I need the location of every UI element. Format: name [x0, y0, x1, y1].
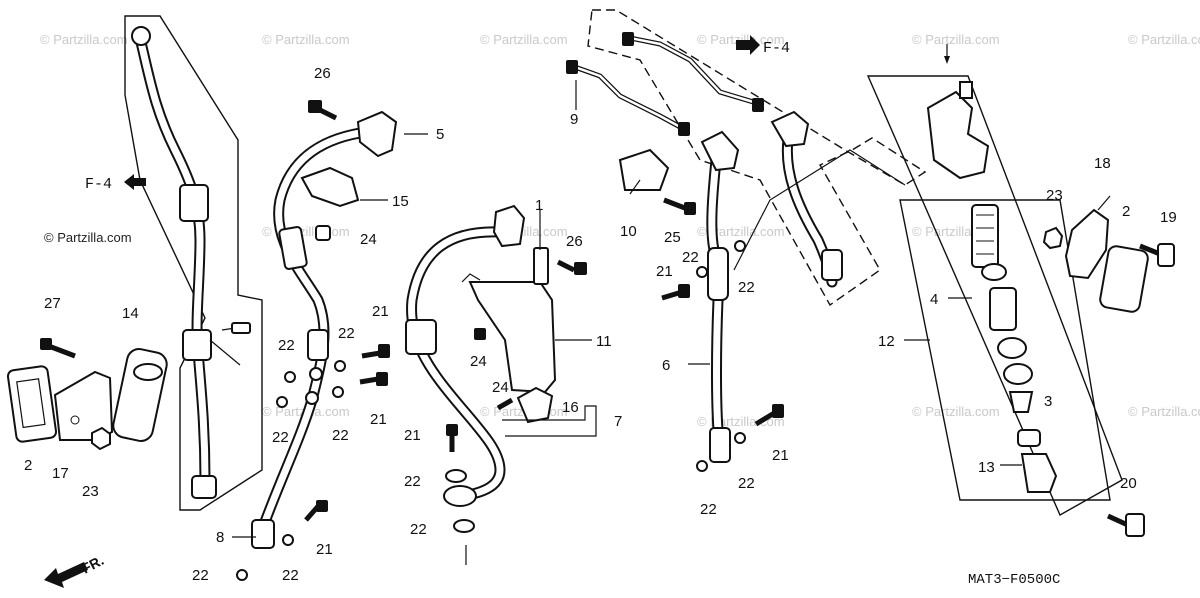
part-label-21-c: 21: [404, 427, 421, 444]
watermark-4: © Partzilla.com: [697, 32, 785, 47]
watermark-2: © Partzilla.com: [262, 32, 350, 47]
part-label-21-e: 21: [656, 263, 673, 280]
bolts: [304, 284, 784, 522]
part-label-11: 11: [596, 333, 612, 350]
part-label-22-g: 22: [404, 473, 421, 490]
part-label-12: 12: [878, 333, 895, 350]
part-14-joint: [112, 348, 168, 442]
part-27-bolt: [40, 338, 76, 359]
third-hose-assembly: [405, 204, 587, 507]
part-label-5: 5: [436, 126, 444, 143]
part-label-23-left: 23: [82, 483, 99, 500]
part-label-16: 16: [562, 399, 579, 416]
part-label-1: 1: [535, 197, 543, 214]
part-label-22-c: 22: [272, 429, 289, 446]
f4-left-ref: F-4: [85, 174, 146, 193]
diagram-code: MAT3−F0500C: [968, 572, 1060, 588]
part-labels: 1 2 2 3 4 5 6 7 8 9 10 11 12 13 14 15 16…: [24, 65, 1177, 584]
part-label-9: 9: [570, 111, 578, 128]
part-label-4: 4: [930, 291, 938, 308]
part-label-24-b: 24: [470, 353, 487, 370]
f4-left-label: F-4: [85, 176, 112, 193]
part-label-21-f: 21: [772, 447, 789, 464]
watermark-5: © Partzilla.com: [912, 32, 1000, 47]
watermark-6: © Partzilla.com: [1128, 32, 1200, 47]
top-pipe-assembly: [566, 9, 927, 307]
part-label-22-a: 22: [278, 337, 295, 354]
front-label: FR.: [79, 552, 106, 577]
part-label-15: 15: [392, 193, 409, 210]
part-label-22-i: 22: [682, 249, 699, 266]
part-label-22-h: 22: [410, 521, 427, 538]
right-small-parts: [1042, 208, 1175, 537]
watermark-dark: © Partzilla.com: [44, 230, 132, 245]
f4-top-label: F-4: [763, 40, 790, 57]
left-hose-assembly: [124, 15, 263, 511]
part-label-26-a: 26: [314, 65, 331, 82]
part-label-2-right: 2: [1122, 203, 1130, 220]
part-label-22-e: 22: [282, 567, 299, 584]
second-hose-assembly: [251, 100, 398, 549]
part-label-7: 7: [614, 413, 622, 430]
part-label-14: 14: [122, 305, 139, 322]
part-23-nut-left: [91, 426, 111, 451]
part-label-22-k: 22: [700, 501, 717, 518]
part-label-22-b: 22: [338, 325, 355, 342]
part-label-22-f: 22: [192, 567, 209, 584]
part-label-20: 20: [1120, 475, 1137, 492]
part-label-22-j: 22: [738, 279, 755, 296]
part-label-26-b: 26: [566, 233, 583, 250]
part-label-21-b: 21: [370, 411, 387, 428]
f4-top-ref: F-4: [736, 35, 790, 57]
part-label-13: 13: [978, 459, 995, 476]
part-label-22-d: 22: [332, 427, 349, 444]
part-label-8: 8: [216, 529, 224, 546]
part-label-10: 10: [620, 223, 637, 240]
part-label-21-a: 21: [372, 303, 389, 320]
leader-lines: [232, 80, 1111, 565]
part-label-2-left: 2: [24, 457, 32, 474]
part-label-22-l: 22: [738, 475, 755, 492]
watermark-3: © Partzilla.com: [480, 32, 568, 47]
master-cylinder-assembly: [866, 44, 1123, 516]
watermark-15: © Partzilla.com: [1128, 404, 1200, 419]
watermark-14: © Partzilla.com: [912, 404, 1000, 419]
part-label-3: 3: [1044, 393, 1052, 410]
part-17-bracket: [53, 370, 114, 441]
part-label-6: 6: [662, 357, 670, 374]
part-label-21-d: 21: [316, 541, 333, 558]
part-label-18: 18: [1094, 155, 1111, 172]
part-label-27: 27: [44, 295, 61, 312]
watermark-9: © Partzilla.com: [697, 224, 785, 239]
part-label-23-right: 23: [1046, 187, 1063, 204]
part-label-17: 17: [52, 465, 69, 482]
washers: [236, 240, 746, 581]
part-label-25: 25: [664, 229, 681, 246]
hose-6-assembly: [618, 130, 906, 463]
front-direction-ref: FR.: [44, 552, 106, 588]
part-label-24-c: 24: [492, 379, 509, 396]
part-label-24-a: 24: [360, 231, 377, 248]
part-label-19: 19: [1160, 209, 1177, 226]
part-2-pad-left: [6, 365, 58, 443]
watermark-1: © Partzilla.com: [40, 32, 128, 47]
